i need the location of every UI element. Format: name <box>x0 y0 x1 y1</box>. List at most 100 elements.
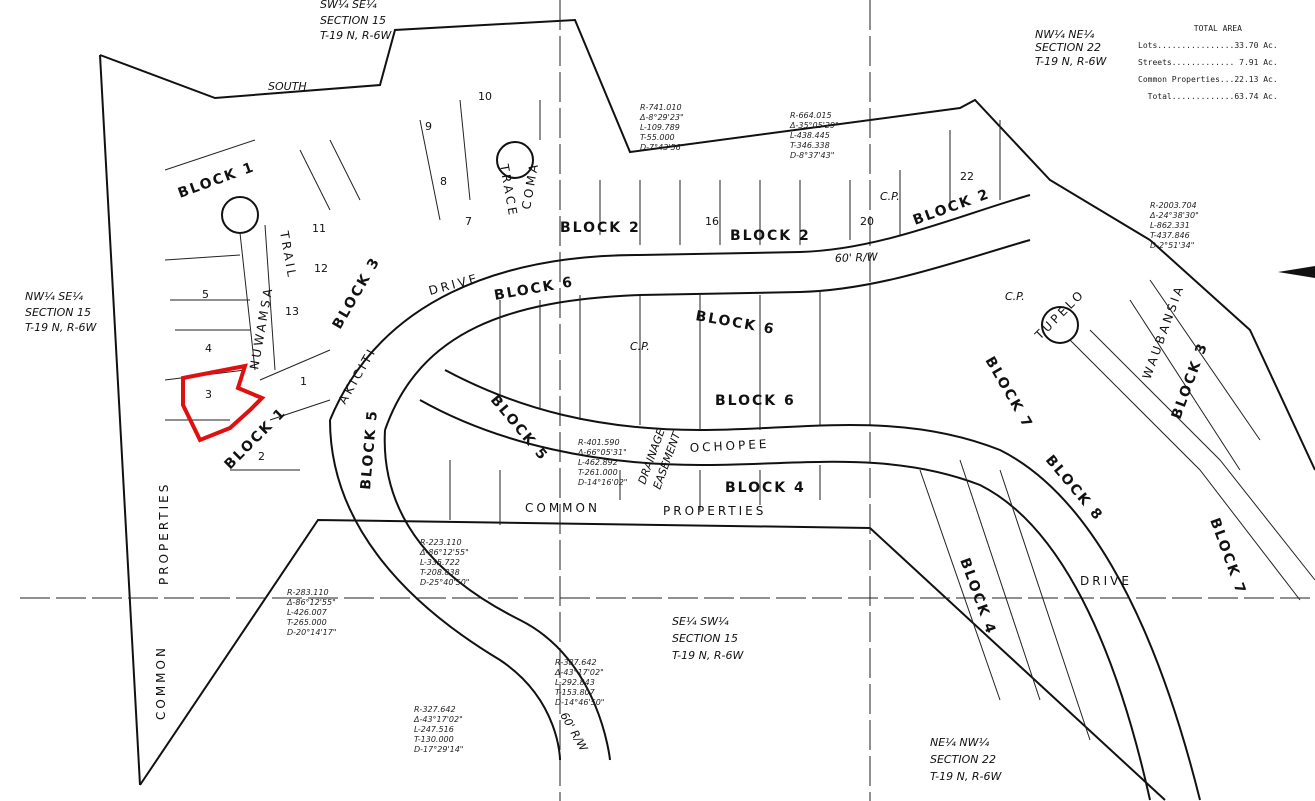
curve-radius: R-223.110 <box>420 538 462 547</box>
street-label-trace: TRACE <box>497 162 520 219</box>
lot-number: 2 <box>258 450 265 463</box>
total-area-title: TOTAL AREA <box>1193 24 1242 33</box>
section-label-nw-se-15: NW¼ SE¼ SECTION 15 T-19 N, R-6W <box>25 290 97 334</box>
curve-delta: Δ-35°05'29" <box>789 121 839 130</box>
curve-tangent: T-55.000 <box>640 133 675 142</box>
curve-data-6: R-741.010 Δ-8°29'23" L-109.789 T-55.000 … <box>639 103 684 152</box>
block-label: BLOCK 4 <box>725 480 806 496</box>
street-label-drive: DRIVE <box>427 271 481 298</box>
lot-number: 22 <box>960 170 974 183</box>
lot-number: 13 <box>285 305 299 318</box>
curve-length: L-247.516 <box>414 725 454 734</box>
curve-tangent: T-437.846 <box>1150 231 1190 240</box>
curve-radius: R-664.015 <box>790 111 832 120</box>
curve-delta: Δ-24°38'30" <box>1149 211 1199 220</box>
curve-degree: D-17°29'14" <box>414 745 463 754</box>
curve-data-1: R-223.110 Δ-86°12'55" L-335.722 T-208.83… <box>419 538 469 587</box>
block-label: BLOCK 2 <box>560 220 641 236</box>
north-arrow-icon <box>1278 266 1315 278</box>
lot-number: 16 <box>705 215 719 228</box>
curve-delta: Δ-86°12'55" <box>419 548 469 557</box>
street-label-trail: TRAIL <box>277 229 299 280</box>
lot-number: 9 <box>425 120 432 133</box>
township-range: T-19 N, R-6W <box>25 321 97 334</box>
township-range: T-19 N, R-6W <box>320 29 392 42</box>
area-row-total: Total.............63.74 Ac. <box>1138 92 1278 101</box>
curve-delta: Δ-43°17'02" <box>554 668 604 677</box>
cul-de-sac <box>496 141 534 179</box>
block-label: BLOCK 3 <box>330 254 384 332</box>
right-of-way-label: 60' R/W <box>835 250 879 265</box>
curve-degree: D-8°37'43" <box>790 151 834 160</box>
area-row-common: Common Properties...22.13 Ac. <box>1138 75 1278 84</box>
curve-length: L-109.789 <box>640 123 680 132</box>
curve-degree: D-14°46'50" <box>555 698 604 707</box>
street-label-drive-2: DRIVE <box>1080 574 1132 588</box>
ochopee-drive-road <box>444 369 1201 801</box>
lot-number: 8 <box>440 175 447 188</box>
curve-length: L-426.007 <box>287 608 328 617</box>
block-label: BLOCK 3 <box>1169 340 1212 421</box>
section-number: SECTION 15 <box>320 14 386 27</box>
lot-number: 4 <box>205 342 212 355</box>
lot-number: 3 <box>205 388 212 401</box>
curve-degree: D-20°14'17" <box>287 628 336 637</box>
block-label: BLOCK 2 <box>911 186 992 229</box>
common-property-label: C.P. <box>1005 290 1025 303</box>
curve-radius: R-327.642 <box>414 705 456 714</box>
curve-length: L-438.445 <box>790 131 830 140</box>
township-range: T-19 N, R-6W <box>672 649 744 662</box>
street-label-nuwamsa: NUWAMSA <box>247 285 275 371</box>
curve-tangent: T-130.000 <box>414 735 454 744</box>
block-label: BLOCK 6 <box>493 274 575 304</box>
lot-number: 11 <box>312 222 326 235</box>
section-quarter: SE¼ SW¼ <box>672 615 729 628</box>
block-label: BLOCK 5 <box>358 409 381 491</box>
section-number: SECTION 15 <box>672 632 738 645</box>
common-property-label: C.P. <box>880 190 900 203</box>
common-label-west: COMMON <box>154 645 168 720</box>
curve-data-8: R-2003.704 Δ-24°38'30" L-862.331 T-437.8… <box>1149 201 1199 250</box>
block-label: BLOCK 1 <box>176 159 257 202</box>
section-label-sw-se-15: SW¼ SE¼ SECTION 15 T-19 N, R-6W <box>320 0 392 42</box>
section-label-nw-ne-22: NW¼ NE¼ SECTION 22 T-19 N, R-6W <box>1035 28 1107 68</box>
section-number: SECTION 22 <box>930 753 996 766</box>
section-label-se-sw-15: SE¼ SW¼ SECTION 15 T-19 N, R-6W <box>672 615 744 662</box>
curve-delta: Δ-66°05'31" <box>577 448 627 457</box>
lot-number: 10 <box>478 90 492 103</box>
curve-radius: R-283.110 <box>287 588 329 597</box>
waubansia-drive-road <box>1069 329 1315 601</box>
lot-number: 20 <box>860 215 874 228</box>
lot-number: 1 <box>300 375 307 388</box>
curve-degree: D-2°51'34" <box>1150 241 1194 250</box>
block-label: BLOCK 6 <box>715 393 796 409</box>
curve-data-5: R-401.590 Δ-66°05'31" L-462.892 T-261.00… <box>577 438 627 487</box>
akiciti-drive-road-edge <box>384 239 1031 431</box>
street-label-ochopee: OCHOPEE <box>689 437 769 455</box>
curve-tangent: T-261.000 <box>578 468 618 477</box>
curve-radius: R-741.010 <box>640 103 682 112</box>
curve-degree: D-25°40'50" <box>420 578 469 587</box>
curve-delta: Δ-8°29'23" <box>639 113 684 122</box>
properties-label: PROPERTIES <box>663 504 766 518</box>
properties-label-west: PROPERTIES <box>157 482 171 585</box>
block-label: BLOCK 1 <box>222 404 290 472</box>
section-quarter: NW¼ NE¼ <box>1035 28 1094 41</box>
block-label: BLOCK 6 <box>694 308 776 338</box>
cul-de-sac-road <box>329 419 611 761</box>
curve-data-3: R-327.642 Δ-43°17'02" L-247.516 T-130.00… <box>413 705 463 754</box>
section-label-ne-nw-22: NE¼ NW¼ SECTION 22 T-19 N, R-6W <box>930 736 1002 783</box>
street-label-tupelo: TUPELO <box>1032 287 1088 343</box>
block-label: BLOCK 4 <box>956 556 999 637</box>
curve-length: L-292.843 <box>555 678 595 687</box>
block-label: BLOCK 7 <box>982 354 1036 432</box>
curve-length: L-462.892 <box>578 458 618 467</box>
curve-length: L-335.722 <box>420 558 460 567</box>
lot-number: 12 <box>314 262 328 275</box>
block-label: BLOCK 7 <box>1206 516 1249 597</box>
curve-data-2: R-283.110 Δ-86°12'55" L-426.007 T-265.00… <box>286 588 336 637</box>
section-number: SECTION 15 <box>25 306 91 319</box>
common-label: COMMON <box>525 501 600 515</box>
nuwamsa-trail-road <box>239 224 276 371</box>
